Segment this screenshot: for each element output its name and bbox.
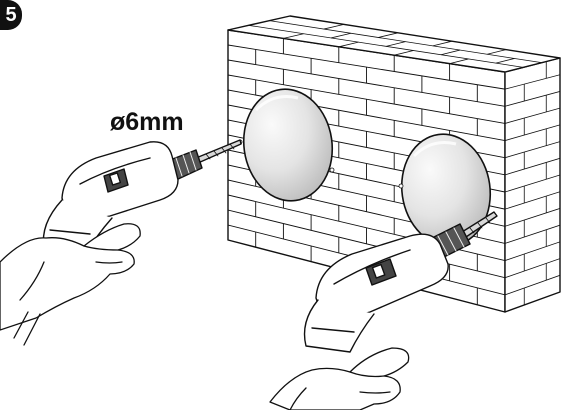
drill-left [42,139,242,255]
mounting-hole-left [237,88,335,202]
drill-handle-right [303,299,375,353]
wall-side-face [504,57,561,313]
top-brick-courses [248,20,542,68]
drill-size-label: ø6mm [110,108,184,136]
drill-right [303,211,498,353]
step-number-badge: 5 [0,0,22,30]
hand-left [0,223,141,346]
side-brick-courses [505,61,560,305]
hand-right [269,347,410,410]
